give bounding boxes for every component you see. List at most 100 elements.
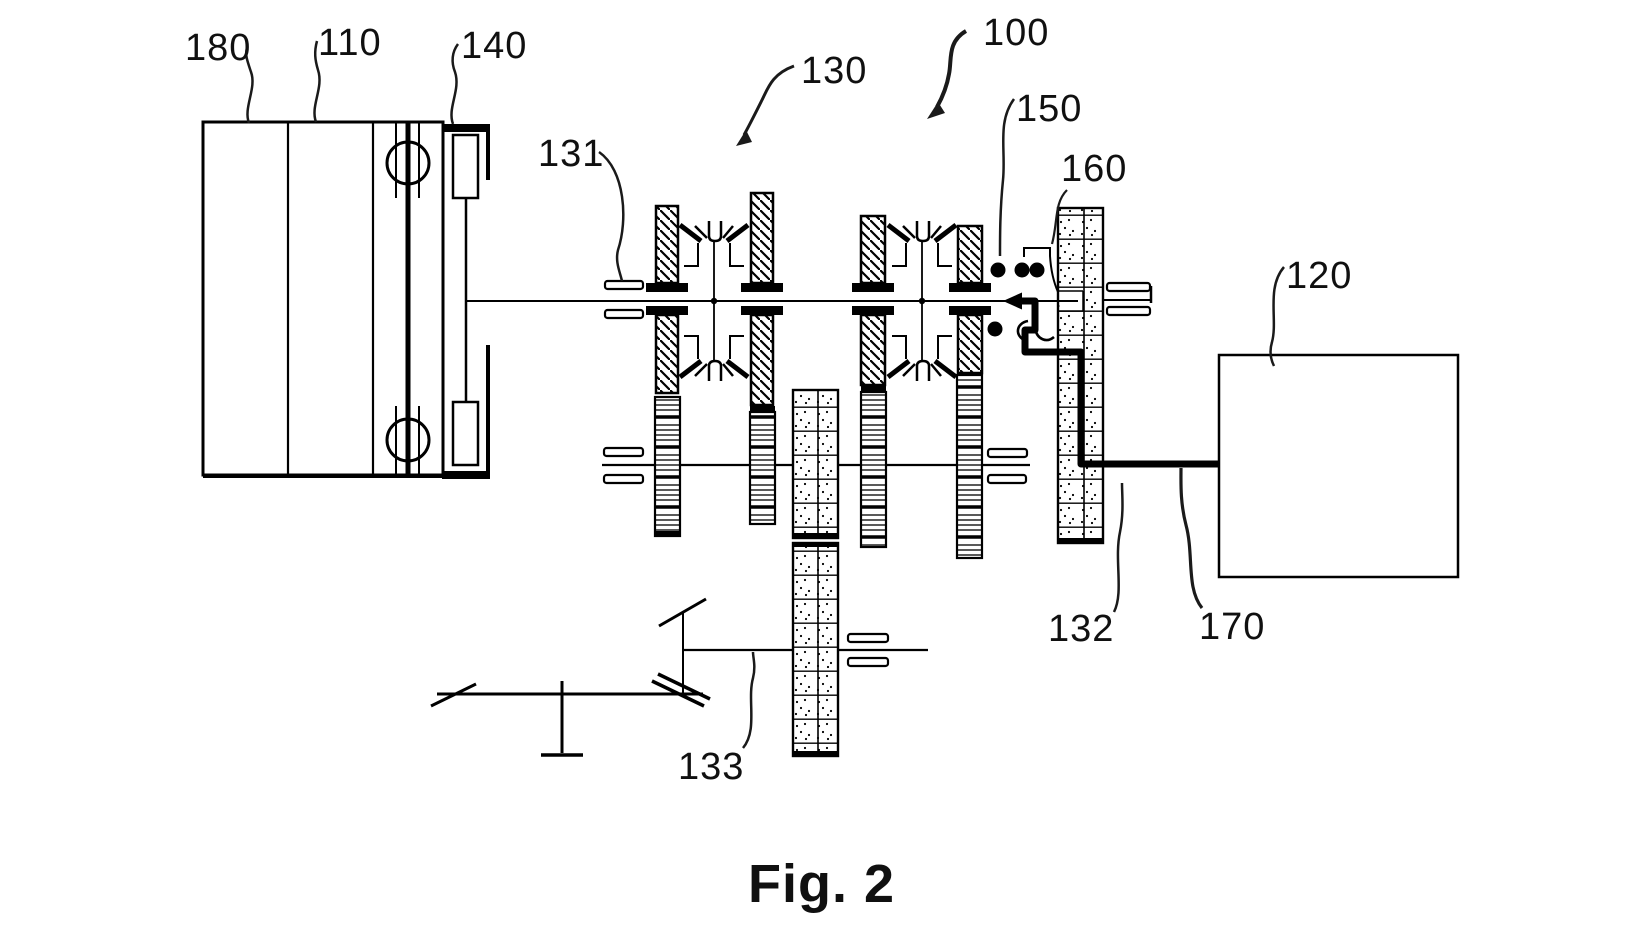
output-gear-top (793, 543, 838, 547)
output-gear (791, 541, 840, 758)
release-fingers (678, 359, 750, 379)
power-flow-line (1015, 297, 1222, 468)
clutch1-plate-ul (654, 204, 680, 285)
damper-top-bar (442, 124, 490, 132)
clutch2-plate-lr (956, 313, 984, 375)
gear-160 (1056, 206, 1105, 545)
shaft-node (710, 297, 718, 305)
leader-132 (1112, 482, 1124, 613)
ref-label-180: 180 (185, 27, 251, 69)
axle-left-tick (430, 682, 477, 708)
bearing-bar (1105, 281, 1152, 293)
damper-spring-bottom (451, 400, 480, 467)
reference-labels: 180 110 140 131 130 100 150 160 120 132 … (185, 12, 1352, 788)
bearing-bar (846, 632, 890, 644)
clutch2-plate-ll (859, 313, 887, 387)
ref-label-170: 170 (1199, 606, 1265, 648)
large-gears (791, 206, 1105, 758)
leader-120 (1269, 266, 1285, 367)
torsional-damper (442, 124, 490, 479)
crank-bearing-bottom (385, 417, 431, 463)
counter-gear (791, 388, 840, 540)
clutch2-plate-ur (956, 224, 984, 285)
ref-label-160: 160 (1061, 148, 1127, 190)
leader-150 (998, 98, 1016, 257)
gear-160-base (1058, 538, 1103, 543)
gear-4 (955, 373, 984, 560)
bearing-bar (603, 279, 645, 291)
spring-cup (915, 221, 931, 243)
bearing-bar (986, 473, 1028, 485)
spring-cup (915, 359, 931, 381)
bevel-mesh-line (651, 679, 705, 708)
counter-gear-base (793, 533, 838, 538)
ref-label-132: 132 (1048, 608, 1114, 650)
clutch2-hubs (852, 283, 991, 315)
clutch1-plate-ll (654, 313, 680, 395)
carrier-step (684, 335, 744, 359)
engine-block (201, 120, 445, 478)
flow-arrowhead-icon (1003, 292, 1022, 310)
leader-180 (244, 47, 254, 124)
clutch1-hubs (646, 283, 783, 315)
ref-label-140: 140 (461, 25, 527, 67)
clutch1-actuator-lower (678, 301, 750, 381)
leader-130 (742, 64, 795, 136)
spring-funnel (694, 225, 734, 239)
bearings (602, 279, 1152, 668)
clutch1-plate-lr (749, 313, 775, 407)
spring-cup (707, 221, 723, 243)
clutch1-plate-ur (749, 191, 775, 285)
gear-2-band (750, 406, 775, 412)
leader-100-arrowhead-icon (927, 102, 945, 119)
coupling-dot (1014, 262, 1030, 278)
gear-1 (653, 395, 682, 538)
leader-133 (741, 651, 756, 749)
bearing-bar (1105, 305, 1152, 317)
clutch2-actuator-upper (886, 221, 958, 301)
ref-label-100: 100 (983, 12, 1049, 54)
coupling-dot (990, 262, 1006, 278)
gear-2 (748, 410, 777, 526)
release-fingers (886, 359, 958, 379)
ref-label-150: 150 (1016, 88, 1082, 130)
leader-131 (598, 150, 625, 282)
carrier-step (892, 335, 952, 359)
figure-caption: Fig. 2 (748, 854, 895, 914)
clutch2-actuator-lower (886, 301, 958, 381)
final-drive (430, 597, 711, 757)
coupling-dot (987, 321, 1003, 337)
spring-funnel (902, 363, 942, 377)
leader-110 (313, 40, 321, 123)
spring-funnel (694, 363, 734, 377)
crank-bearing-top (385, 140, 431, 186)
carrier-step (684, 243, 744, 267)
leader-160 (1050, 189, 1068, 245)
carrier-step (892, 243, 952, 267)
damper-bottom-bar (442, 471, 490, 479)
coupling-150 (987, 247, 1059, 343)
ref-label-110: 110 (318, 22, 382, 64)
coupling-dot (1029, 262, 1045, 278)
power-flow-170 (1003, 292, 1222, 468)
clutch-assembly-1 (646, 191, 783, 407)
bearing-bar (602, 446, 645, 458)
ref-label-133: 133 (678, 746, 744, 788)
gear-1-base (655, 531, 680, 536)
ref-label-120: 120 (1286, 255, 1352, 297)
pinion-gears (653, 373, 984, 560)
ref-label-131: 131 (538, 133, 604, 175)
gear-3-band (861, 385, 886, 392)
clutch-assembly-2 (852, 214, 991, 387)
leader-lines (244, 29, 1285, 749)
release-fingers (886, 223, 958, 243)
leader-140 (450, 43, 460, 125)
bearing-bar (846, 656, 890, 668)
bearing-bar (986, 447, 1029, 459)
shaft-node (918, 297, 926, 305)
clutch1-actuator-upper (678, 221, 750, 301)
leader-100 (935, 29, 968, 108)
leader-170 (1179, 467, 1204, 609)
